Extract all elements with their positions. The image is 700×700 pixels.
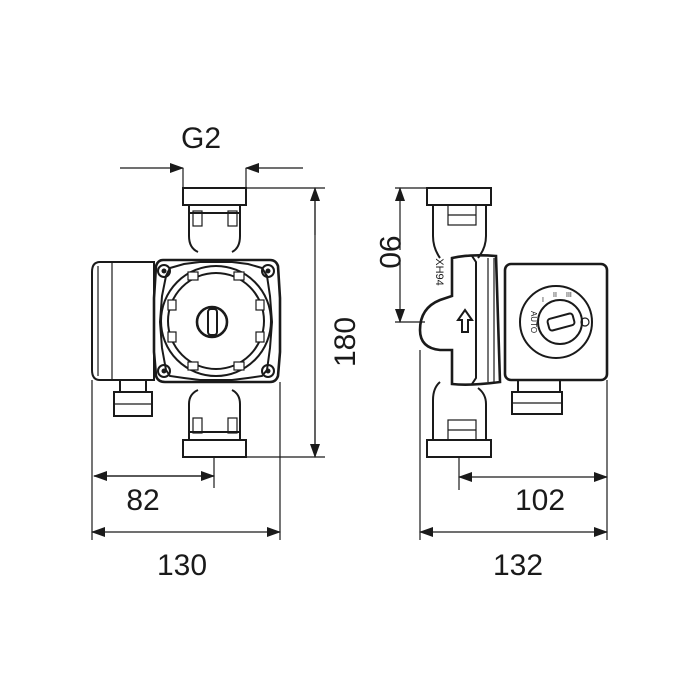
dim-132: 132 [419, 350, 608, 582]
depth-offset-label: 102 [515, 484, 565, 517]
side-bottom-flange [426, 381, 492, 458]
side-top-flange [426, 187, 492, 259]
dim-130: 130 [91, 380, 281, 582]
speed-mark-3: III [566, 292, 572, 299]
thread-label: G2 [181, 122, 221, 155]
vent-screw [195, 305, 229, 339]
speed-mark-2: II [553, 292, 557, 299]
top-flange [182, 187, 247, 253]
dim-90: 90 [373, 187, 427, 323]
motor-housing [152, 258, 282, 384]
speed-mark-1: I [542, 297, 544, 304]
terminal-box [91, 261, 155, 417]
depth-dim-label: 132 [493, 549, 543, 582]
inlet-offset-label: 82 [126, 484, 159, 517]
bottom-flange [182, 389, 247, 458]
height-dim-label: 180 [329, 317, 362, 367]
side-terminal [511, 380, 563, 415]
pump-body: XH94 [418, 254, 502, 386]
upper-height-label: 90 [373, 235, 406, 268]
side-view: XH94 AUTO I II III 90 [373, 187, 609, 582]
dim-180: 180 [246, 187, 362, 458]
dim-82: 82 [93, 457, 215, 517]
dim-102: 102 [458, 380, 608, 517]
flow-arrow-icon [456, 308, 474, 333]
control-text: AUTO [529, 311, 538, 333]
model-text: XH94 [433, 258, 445, 286]
front-view: G2 180 82 130 [91, 122, 362, 582]
dim-g2: G2 [120, 122, 303, 188]
width-dim-label: 130 [157, 549, 207, 582]
control-box: AUTO I II III [503, 262, 609, 382]
